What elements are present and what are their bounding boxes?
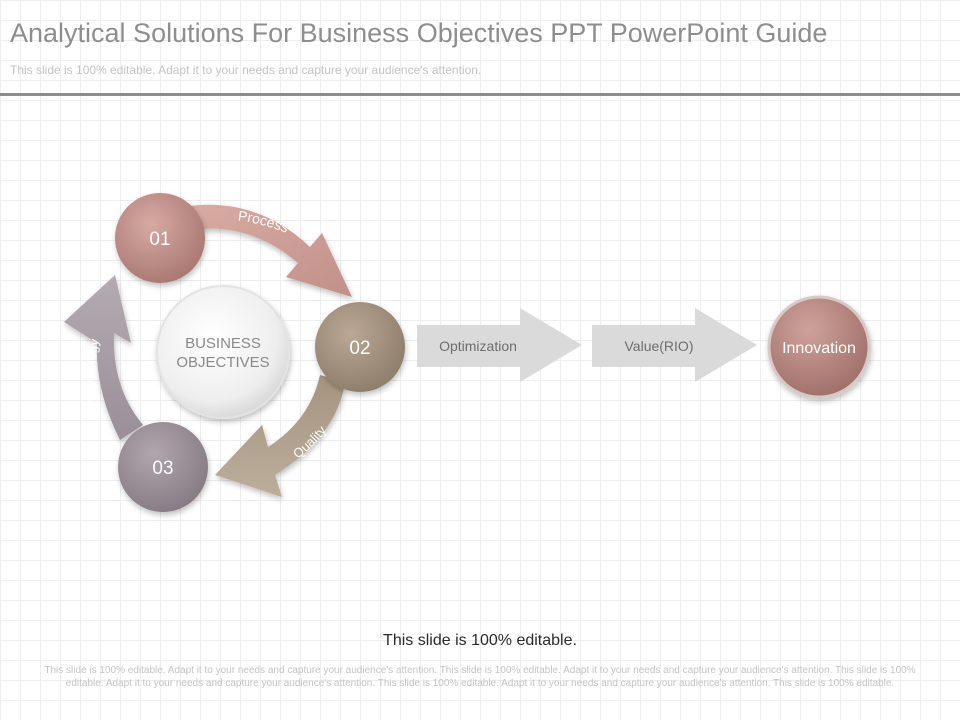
process-arrow xyxy=(180,204,352,297)
optimization-label: Optimization xyxy=(439,338,517,354)
technology-label: Technology xyxy=(83,337,102,407)
footer-editable-note: This slide is 100% editable. xyxy=(383,632,577,649)
value-label: Value(RIO) xyxy=(625,338,694,354)
innovation-circle xyxy=(767,295,871,399)
innovation-label: Innovation xyxy=(782,340,856,357)
step-02-number: 02 xyxy=(349,338,370,359)
slide-title: Analytical Solutions For Business Object… xyxy=(10,18,828,48)
technology-arrow xyxy=(64,275,143,440)
value-arrow xyxy=(592,308,757,382)
center-label-line2: OBJECTIVES xyxy=(176,354,269,371)
step-03-number: 03 xyxy=(152,458,173,479)
step-01-number: 01 xyxy=(149,229,170,250)
slide-subtitle: This slide is 100% editable. Adapt it to… xyxy=(10,63,482,77)
footer-small-text: This slide is 100% editable. Adapt it to… xyxy=(44,665,916,689)
step-01-circle xyxy=(115,193,205,283)
quality-arrow xyxy=(215,375,345,497)
svg-text:Technology: Technology xyxy=(83,337,102,407)
title-divider xyxy=(0,93,960,96)
center-label-line1: BUSINESS xyxy=(185,335,261,352)
step-03-circle xyxy=(118,422,208,512)
step-02-circle xyxy=(315,302,405,392)
business-objectives-circle xyxy=(156,285,290,419)
optimization-arrow xyxy=(417,308,582,382)
